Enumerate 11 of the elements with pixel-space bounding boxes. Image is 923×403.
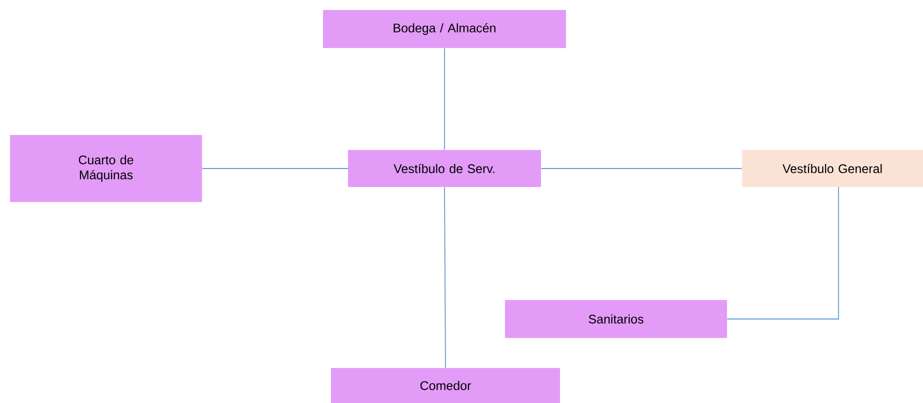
room-box: Sanitarios (505, 300, 727, 338)
connector-line (540, 168, 742, 169)
room-box: Comedor (331, 368, 560, 403)
connector-line (726, 186, 839, 320)
connector-line (444, 48, 445, 150)
room-box: Cuarto de Máquinas (10, 135, 202, 202)
connector-line (444, 186, 446, 368)
room-box: Bodega / Almacén (323, 10, 566, 48)
room-box: Vestíbulo General (742, 150, 923, 187)
connector-line (202, 168, 348, 169)
room-box: Vestíbulo de Serv. (348, 150, 541, 187)
